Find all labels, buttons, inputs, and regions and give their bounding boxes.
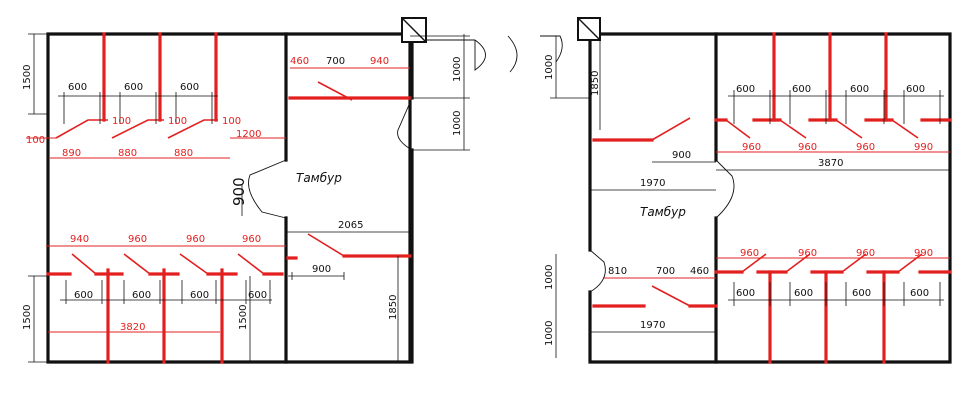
room-label-tambour-right: Тамбур <box>640 205 686 219</box>
left-plan: 460 700 940 600 600 600 100 100 100 100 … <box>22 17 518 364</box>
r-dim-960-c: 960 <box>856 142 875 153</box>
r-dim-1970-top: 1970 <box>640 178 665 189</box>
right-upper-cubicles <box>592 32 952 142</box>
right-tambour-door <box>715 159 735 219</box>
dim-960-a: 960 <box>128 234 147 245</box>
dim-900-door: 900 <box>230 177 248 206</box>
r-dim-1000-bottom: 1000 <box>544 321 555 346</box>
dim-3820: 3820 <box>120 322 145 333</box>
r-dim-600-c: 600 <box>850 84 869 95</box>
dim-600-a: 600 <box>68 82 87 93</box>
r-dim-460: 460 <box>690 266 709 277</box>
r-dim-990-a: 990 <box>914 142 933 153</box>
r-dim-1000-mid: 1000 <box>544 265 555 290</box>
r-dim-900: 900 <box>672 150 691 161</box>
dim-700: 700 <box>326 56 345 67</box>
dim-100-d: 100 <box>222 116 241 127</box>
dim-100-a: 100 <box>26 135 45 146</box>
r-dim-1970-bottom: 1970 <box>640 320 665 331</box>
exterior-door-swing <box>426 35 518 73</box>
dim-880-a: 880 <box>118 148 137 159</box>
dim-1500-bottom: 1500 <box>22 305 33 330</box>
r-dim-3870: 3870 <box>818 158 843 169</box>
right-dimension-labels: 600 600 600 600 960 960 960 990 960 960 … <box>544 55 933 346</box>
dim-1500-mid: 1500 <box>238 305 249 330</box>
tambour-door-swing <box>248 159 287 219</box>
right-dimension-lines <box>550 36 950 358</box>
dim-1000-a: 1000 <box>452 57 463 82</box>
r-dim-960-d: 960 <box>740 248 759 259</box>
r-dim-810: 810 <box>608 266 627 277</box>
r-dim-600-d: 600 <box>906 84 925 95</box>
dim-1500-top: 1500 <box>22 65 33 90</box>
right-plan: 600 600 600 600 960 960 960 990 960 960 … <box>540 17 952 364</box>
r-dim-1850: 1850 <box>590 71 601 96</box>
r-dim-600-low-b: 600 <box>794 288 813 299</box>
left-dimension-lines <box>26 33 470 363</box>
dim-600-low-b: 600 <box>132 290 151 301</box>
dim-2065: 2065 <box>338 220 363 231</box>
upper-cubicles <box>55 32 412 139</box>
r-dim-600-low-a: 600 <box>736 288 755 299</box>
r-dim-1000-top: 1000 <box>544 55 555 80</box>
dim-600-low-d: 600 <box>248 290 267 301</box>
r-dim-990-b: 990 <box>914 248 933 259</box>
tambour-wall-left <box>284 32 414 364</box>
dim-100-b: 100 <box>112 116 131 127</box>
dim-960-b: 960 <box>186 234 205 245</box>
right-exterior-door <box>589 249 606 293</box>
dim-600-b: 600 <box>124 82 143 93</box>
dim-880-b: 880 <box>174 148 193 159</box>
column-symbol <box>401 17 427 43</box>
dim-900-low: 900 <box>312 264 331 275</box>
dim-890: 890 <box>62 148 81 159</box>
r-dim-600-a: 600 <box>736 84 755 95</box>
dim-1000-b: 1000 <box>452 111 463 136</box>
dim-1850: 1850 <box>388 295 399 320</box>
dim-960-c: 960 <box>242 234 261 245</box>
r-dim-600-low-c: 600 <box>852 288 871 299</box>
dim-940: 940 <box>370 56 389 67</box>
left-dimension-labels: 460 700 940 600 600 600 100 100 100 100 … <box>22 56 463 333</box>
dim-940-low: 940 <box>70 234 89 245</box>
dim-460: 460 <box>290 56 309 67</box>
dim-600-low-a: 600 <box>74 290 93 301</box>
dim-600-c: 600 <box>180 82 199 93</box>
r-dim-960-f: 960 <box>856 248 875 259</box>
dim-600-low-c: 600 <box>190 290 209 301</box>
r-dim-960-e: 960 <box>798 248 817 259</box>
left-plan-outer-wall <box>46 32 412 364</box>
column-symbol-right <box>577 17 601 41</box>
r-dim-700: 700 <box>656 266 675 277</box>
r-dim-960-a: 960 <box>742 142 761 153</box>
right-lower-cubicles <box>592 253 952 364</box>
room-label-tambour-left: Тамбур <box>296 171 342 185</box>
r-dim-600-low-d: 600 <box>910 288 929 299</box>
r-dim-960-b: 960 <box>798 142 817 153</box>
lower-cubicles <box>46 233 412 364</box>
r-dim-600-b: 600 <box>792 84 811 95</box>
dim-100-c: 100 <box>168 116 187 127</box>
dim-1200: 1200 <box>236 129 261 140</box>
